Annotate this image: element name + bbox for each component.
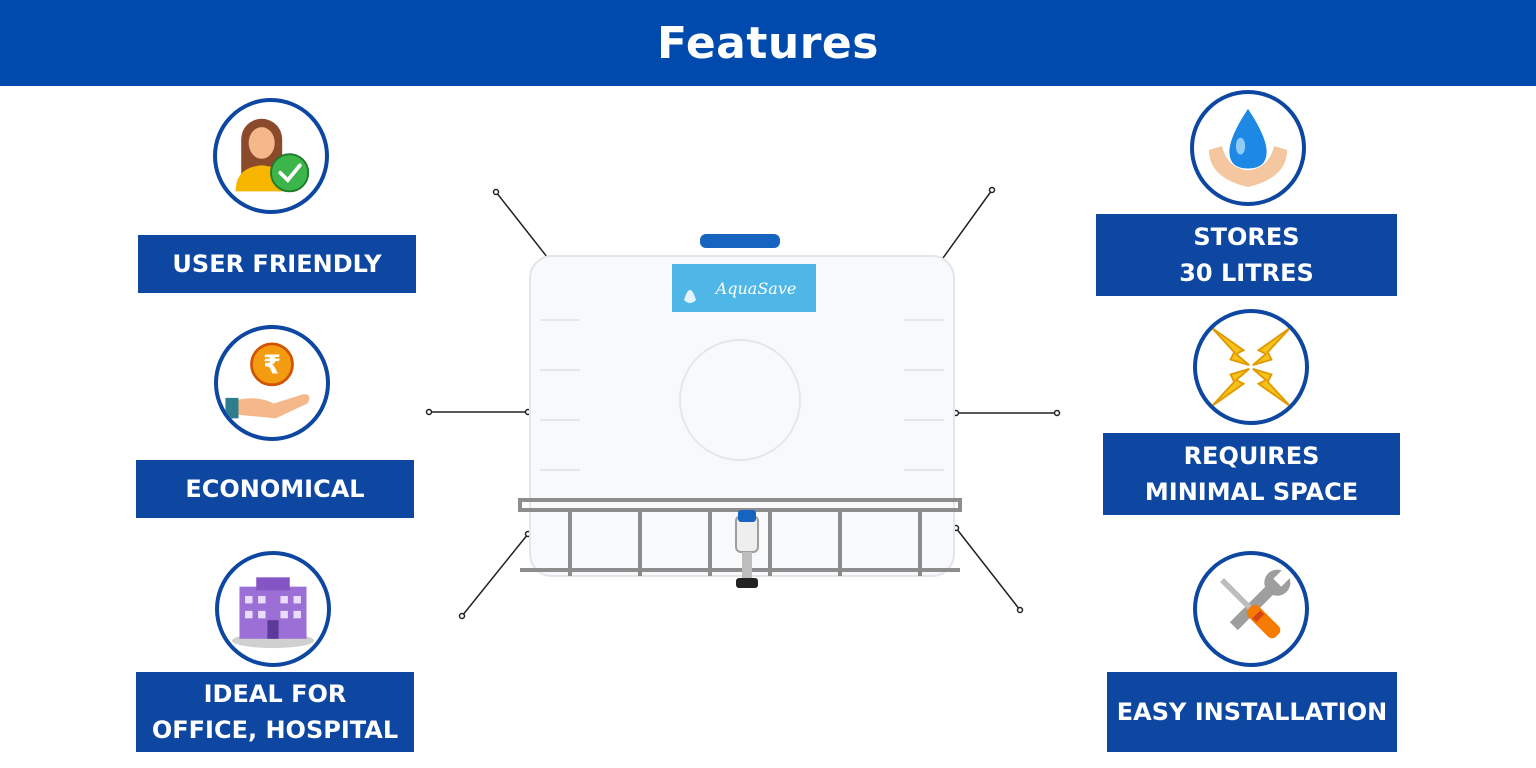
tank-brand-logo: AquaSave bbox=[714, 279, 797, 298]
svg-text:₹: ₹ bbox=[263, 351, 281, 381]
feature-label-easy-installation: EASY INSTALLATION bbox=[1107, 672, 1397, 752]
feature-label-ideal-for: IDEAL FOR OFFICE, HOSPITAL bbox=[136, 672, 414, 752]
building-icon bbox=[215, 551, 331, 667]
feature-label-user-friendly: USER FRIENDLY bbox=[138, 235, 416, 293]
header-banner: Features bbox=[0, 0, 1536, 86]
water-tank-image: AquaSave bbox=[420, 180, 1080, 630]
compress-arrows-icon bbox=[1193, 309, 1309, 425]
feature-label-economical: ECONOMICAL bbox=[136, 460, 414, 518]
user-check-icon bbox=[213, 98, 329, 214]
feature-label-stores: STORES 30 LITRES bbox=[1096, 214, 1397, 296]
page-title: Features bbox=[657, 17, 879, 69]
water-drop-hands-icon bbox=[1190, 90, 1306, 206]
rupee-coin-hand-icon: ₹ bbox=[214, 325, 330, 441]
wrench-screwdriver-icon bbox=[1193, 551, 1309, 667]
feature-label-minimal-space: REQUIRES MINIMAL SPACE bbox=[1103, 433, 1400, 515]
